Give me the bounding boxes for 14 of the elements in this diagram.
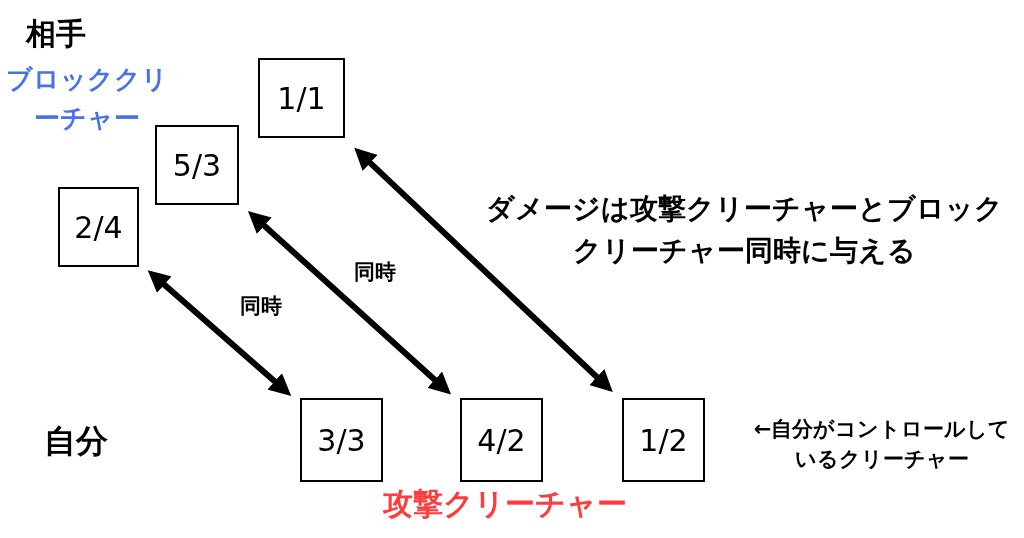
double-arrow <box>354 147 613 393</box>
note-text: ダメージは攻撃クリーチャーとブロッククリーチャー同時に与える <box>484 191 1004 269</box>
note-text: ←自分がコントロールしているクリーチャー <box>752 416 1012 473</box>
value-box: 1/1 <box>258 58 345 138</box>
double-arrow <box>147 270 292 396</box>
double-arrow <box>247 211 452 395</box>
side-label: 相手 <box>26 15 87 53</box>
value-box: 3/3 <box>300 398 383 482</box>
value-box: 5/3 <box>155 125 239 205</box>
attacker-label: 攻撃クリーチャー <box>381 485 628 523</box>
value-box: 4/2 <box>460 398 543 482</box>
value-box: 2/4 <box>58 187 139 267</box>
side-label: 自分 <box>44 421 109 462</box>
value-box: 1/2 <box>622 398 705 482</box>
